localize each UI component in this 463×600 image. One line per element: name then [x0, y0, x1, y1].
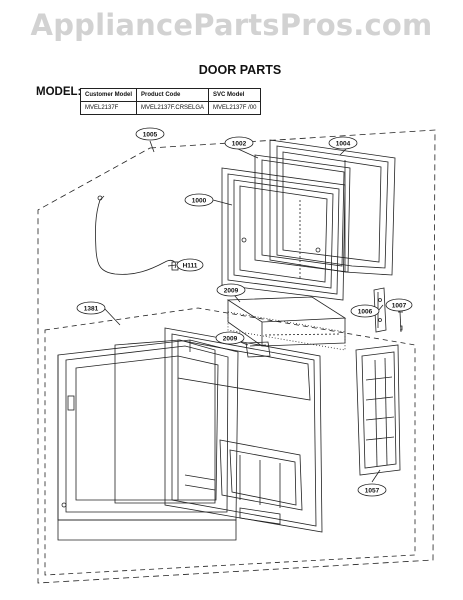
callout-1381: 1381 [84, 306, 99, 313]
frame-1000 [221, 167, 346, 301]
part-2009-lower [245, 341, 271, 358]
inner-boundary [44, 307, 416, 576]
callout-2009-upper: 2009 [224, 288, 239, 295]
callout-oval [215, 331, 245, 345]
callout-oval [216, 283, 246, 297]
watermark-text: AppliancePartsPros.com [30, 8, 433, 42]
callout-oval [357, 483, 387, 497]
callout-oval [224, 136, 254, 150]
frame-1004 [269, 139, 396, 276]
control-strip [227, 311, 346, 351]
assembly-boundary [37, 129, 436, 584]
model-table-row: MVEL2137F MVEL2137F.CRSELGA MVEL2137F /0… [79, 101, 262, 115]
model-table-cell: MVEL2137F [79, 101, 138, 115]
callout-oval [76, 301, 106, 315]
glass-plate [114, 339, 216, 504]
model-table: Customer Model Product Code SVC Model MV… [79, 88, 262, 115]
callout-oval [350, 304, 380, 318]
callout-2009-lower: 2009 [223, 336, 238, 343]
cover-1057 [355, 344, 401, 476]
panel-1002 [254, 154, 351, 273]
page-title: DOOR PARTS [198, 63, 282, 77]
callout-1005: 1005 [143, 132, 158, 139]
callout-1006: 1006 [358, 309, 373, 316]
callout-oval [176, 258, 204, 272]
model-label: MODEL: [36, 86, 82, 98]
callout-oval [135, 127, 165, 141]
callout-1057: 1057 [365, 488, 380, 495]
callout-1002: 1002 [232, 141, 247, 148]
model-table-cell: MVEL2137F /00 [208, 101, 262, 115]
callout-h111: H111 [183, 263, 198, 270]
callout-1007: 1007 [392, 303, 407, 310]
callout-oval [328, 136, 358, 150]
door-panel-1381 [57, 339, 239, 541]
screw-1007 [398, 311, 403, 333]
callout-oval [184, 193, 214, 207]
callout-1004: 1004 [336, 141, 351, 148]
callout-oval [385, 298, 413, 312]
callout-1000: 1000 [192, 198, 207, 205]
part-2009-upper [226, 296, 347, 347]
door-frame-inner [164, 327, 323, 533]
harness-h111 [95, 195, 179, 275]
